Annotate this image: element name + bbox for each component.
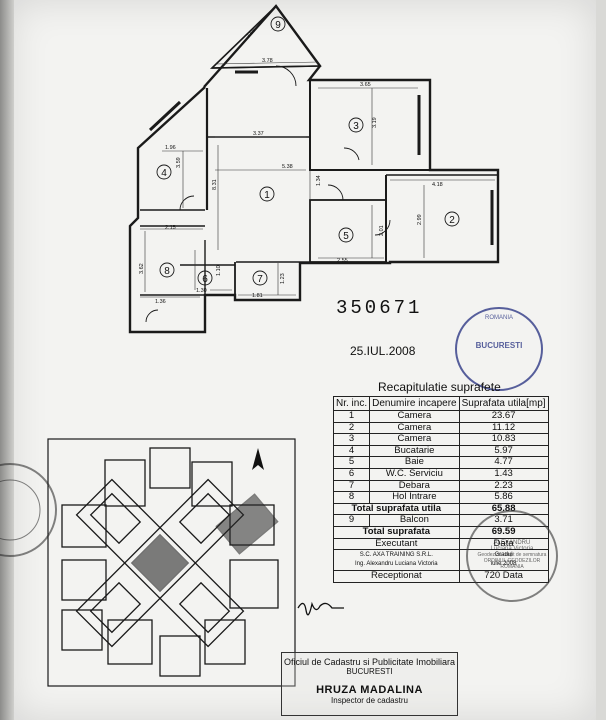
table-cell: Debara (369, 479, 460, 493)
table-header: Nr. inc. Denumire incapere Suprafata uti… (332, 396, 549, 411)
dim-label: 3.19 (372, 117, 378, 128)
office-stamp: Oficiul de Cadastru si Publicitate Imobi… (281, 652, 458, 716)
left-stamp (0, 463, 57, 557)
executant-engineer: Ing. Alexandru Luciana Victoria (355, 561, 438, 568)
date-stamp: 25.IUL.2008 (350, 344, 416, 358)
dim-label: 4.18 (432, 182, 443, 188)
table-cell: 5.86 (458, 491, 549, 504)
table-cell: 2 (332, 421, 371, 435)
dim-label: 2.15 (165, 225, 176, 231)
dim-label: 3.78 (262, 58, 273, 64)
room-1-number: 1 (264, 190, 270, 201)
dim-label: 2.55 (337, 258, 348, 264)
round-stamp-icon: ROMANIA BUCURESTI (455, 307, 543, 391)
table-cell: Executant (333, 537, 460, 551)
table-cell: 11.12 (458, 421, 549, 435)
header-cell: Nr. inc. (332, 396, 371, 411)
room-9-number: 9 (275, 20, 281, 31)
dim-label: 2.01 (379, 225, 385, 236)
small-stamp-line: ORDINUL GEODEZILOR (483, 558, 541, 564)
table-cell: 23.67 (458, 410, 549, 423)
table-cell: Camera (369, 421, 460, 435)
executant-cell: S.C. AXA TRAINING S.R.L. Ing. Alexandru L… (333, 549, 460, 572)
table-cell: Total suprafata utila (333, 502, 460, 516)
table-cell: 2.23 (458, 479, 549, 493)
table-cell: 1.43 (458, 467, 549, 481)
serial-number: 350671 (336, 297, 423, 319)
small-stamp-line: Luciana Victoria (490, 546, 534, 552)
table-cell: Baie (369, 456, 460, 469)
table-cell: Camera (369, 410, 460, 423)
room-8-number: 8 (164, 266, 170, 277)
office-stamp-line: Inspector de cadastru (331, 696, 408, 705)
dim-label: 5.38 (282, 164, 293, 170)
dim-label: 1.30 (196, 288, 207, 294)
room-5-number: 5 (343, 231, 349, 242)
room-3-number: 3 (353, 121, 359, 132)
signature-icon (297, 601, 344, 616)
dim-label: 1.96 (165, 145, 176, 151)
dim-label: 3.65 (360, 82, 371, 88)
dim-label: 2.69 (245, 28, 257, 40)
executant-company: S.C. AXA TRAINING S.R.L. (359, 552, 433, 559)
table-cell: Receptionat (333, 570, 460, 583)
small-stamp-line: ALEXANDRU (493, 540, 531, 546)
table-cell: 8 (332, 491, 371, 504)
dim-label: 1.81 (252, 293, 263, 299)
site-plan (47, 438, 296, 687)
room-6-number: 6 (202, 274, 208, 285)
room-7-number: 7 (257, 274, 263, 285)
dim-label: 1.36 (155, 299, 166, 305)
dim-label: 2.99 (417, 214, 423, 225)
table-cell: 4.77 (458, 456, 549, 469)
table-cell: 5 (332, 456, 371, 469)
dim-label: 1.10 (216, 265, 222, 276)
table-cell: 4 (332, 444, 371, 458)
header-cell: Suprafata utila[mp] (458, 396, 549, 411)
dim-label: 8.31 (212, 179, 218, 190)
office-stamp-name: HRUZA MADALINA (316, 684, 423, 696)
table-cell: Balcon (369, 514, 460, 527)
dim-label: 3.62 (139, 263, 145, 274)
round-stamp-line: BUCURESTI (475, 341, 523, 350)
small-stamp-line: Geodez cu drept de semnatura (477, 552, 547, 558)
table-cell: Hol Intrare (369, 491, 460, 504)
room-2-number: 2 (449, 215, 455, 226)
table-cell: 5.97 (458, 444, 549, 458)
room-4-number: 4 (161, 168, 167, 179)
table-cell: 1 (332, 410, 371, 423)
dim-label: 3.37 (253, 131, 264, 137)
office-stamp-line: Oficiul de Cadastru si Publicitate Imobi… (283, 657, 456, 667)
table-cell: 6 (332, 467, 371, 481)
round-stamp-line: ROMANIA (484, 315, 513, 321)
dim-label: 3.59 (176, 157, 182, 168)
small-stamp-line: ROMANIA (500, 564, 524, 570)
small-round-stamp-icon: ALEXANDRU Luciana Victoria Geodez cu dre… (466, 510, 558, 602)
table-cell: W.C. Serviciu (369, 467, 460, 481)
office-stamp-line: BUCURESTI (346, 667, 393, 676)
table-cell: 10.83 (458, 433, 549, 446)
header-cell: Denumire incapere (369, 396, 460, 411)
table-cell: 9 (332, 514, 371, 527)
table-cell: Bucatarie (369, 444, 460, 458)
dim-label: 1.23 (280, 273, 286, 284)
table-cell: Total suprafata (333, 525, 460, 539)
north-arrow-icon (252, 448, 264, 470)
recap-title: Recapitulatie suprafete (378, 380, 501, 394)
table-cell: Camera (369, 433, 460, 446)
table-cell: 7 (332, 479, 371, 493)
dim-label: 1.34 (316, 175, 322, 186)
table-cell: 3 (332, 433, 371, 446)
